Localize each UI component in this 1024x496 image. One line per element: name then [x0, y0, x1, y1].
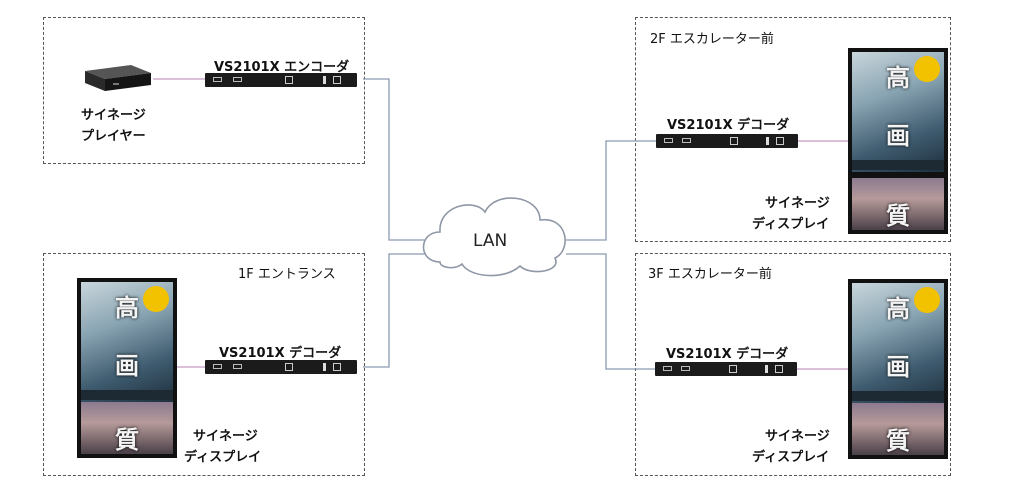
location-2f-title: 2F エスカレーター前	[650, 32, 774, 47]
screen-char-mid: 画	[115, 352, 139, 380]
screen-char-bottom: 質	[886, 202, 910, 230]
lan-line-1f	[363, 253, 432, 368]
display-2f: 高 画 質	[848, 48, 948, 234]
lan-cloud-shape	[422, 197, 566, 277]
display-3f-label-line1: サイネージ	[765, 429, 830, 444]
source-group-box	[43, 17, 365, 164]
lan-line-2f	[566, 140, 656, 241]
screen-char-top: 高	[886, 295, 910, 323]
display-3f: 高 画 質	[848, 279, 948, 459]
lan-line-3f	[566, 253, 655, 370]
display-2f-label-line2: ディスプレイ	[752, 217, 830, 232]
decoder-2f-label: VS2101X デコーダ	[667, 118, 790, 133]
screen-char-top: 高	[886, 64, 910, 92]
location-1f-box	[43, 253, 365, 476]
screen-char-mid: 画	[886, 122, 910, 150]
decoder-2f-device	[656, 134, 798, 148]
location-2f-box	[635, 17, 951, 242]
screen-char-bottom: 質	[115, 426, 139, 454]
player-label-line1: サイネージ	[81, 108, 146, 123]
decoder-1f-label: VS2101X デコーダ	[219, 346, 342, 361]
display-1f: 高 画 質	[77, 278, 177, 458]
signage-player-device	[83, 61, 153, 93]
display-1f-label-line2: ディスプレイ	[184, 450, 262, 465]
location-3f-box	[635, 253, 951, 476]
screen-char-bottom: 質	[886, 427, 910, 455]
encoder-device	[205, 73, 357, 87]
decoder-1f-device	[205, 360, 357, 374]
display-2f-label-line1: サイネージ	[765, 196, 830, 211]
lan-line-encoder	[363, 78, 432, 241]
display-3f-label-line2: ディスプレイ	[752, 450, 830, 465]
screen-char-mid: 画	[886, 353, 910, 381]
decoder-3f-label: VS2101X デコーダ	[666, 347, 789, 362]
location-1f-title: 1F エントランス	[238, 267, 336, 282]
location-3f-title: 3F エスカレーター前	[648, 267, 772, 282]
signage-player-icon	[85, 65, 151, 91]
lan-label: LAN	[473, 231, 508, 251]
display-1f-label-line1: サイネージ	[193, 429, 258, 444]
decoder-3f-device	[655, 362, 797, 376]
player-label-line2: プレイヤー	[81, 129, 146, 144]
screen-char-top: 高	[115, 294, 139, 322]
encoder-label: VS2101X エンコーダ	[214, 60, 350, 75]
